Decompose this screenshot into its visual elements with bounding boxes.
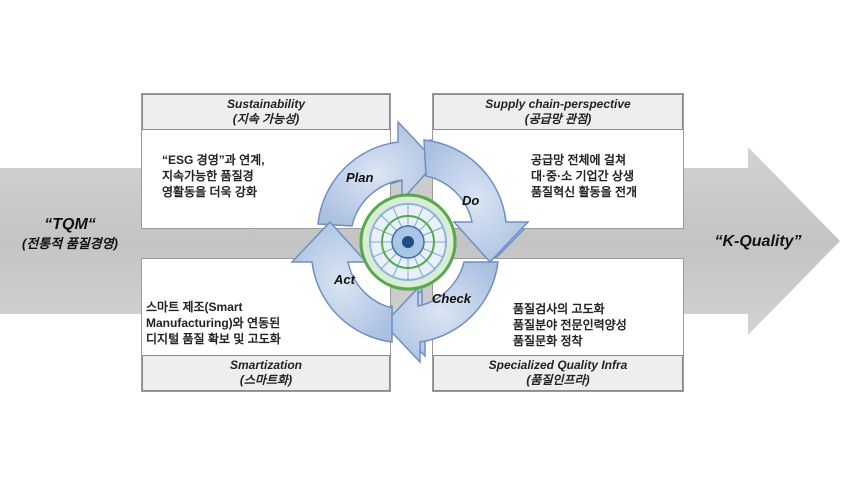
smartization-header: Smartization (스마트화) (142, 355, 390, 391)
tqm-subtitle: (전통적 품질경영) (22, 236, 118, 251)
sustainability-header: Sustainability (지속 가능성) (142, 94, 390, 130)
sustainability-header-en: Sustainability (226, 97, 306, 111)
supply-chain-header: Supply chain-perspective (공급망 관점) (433, 94, 683, 130)
quality-infra-header-ko: (품질인프라) (526, 373, 590, 387)
supply-chain-box: Supply chain-perspective (공급망 관점) 공급망 전체… (432, 93, 684, 229)
check-label: Check (432, 291, 472, 306)
supply-chain-header-en: Supply chain-perspective (485, 97, 631, 111)
supply-chain-header-ko: (공급망 관점) (524, 112, 592, 126)
tqm-label: “TQM“ (전통적 품질경영) (0, 215, 140, 252)
tqm-title: “TQM“ (44, 216, 96, 233)
act-label: Act (334, 272, 355, 287)
quality-infra-header-en: Specialized Quality Infra (488, 358, 628, 372)
sustainability-header-ko: (지속 가능성) (232, 112, 300, 126)
k-quality-label: “K-Quality” (714, 233, 802, 250)
sustainability-body: “ESG 경영”과 연계, 지속가능한 품질경 영활동을 더욱 강화 (162, 153, 265, 199)
do-label: Do (462, 193, 480, 208)
smartization-header-ko: (스마트화) (239, 373, 293, 387)
plan-label: Plan (346, 170, 374, 185)
supply-chain-body: 공급망 전체에 걸쳐 대·중·소 기업간 상생 품질혁신 활동을 전개 (531, 153, 638, 199)
quality-infra-header: Specialized Quality Infra (품질인프라) (433, 355, 683, 391)
quality-infra-body: 품질검사의 고도화 품질분야 전문인력양성 품질문화 정착 (513, 302, 627, 348)
quality-infra-box: 품질검사의 고도화 품질분야 전문인력양성 품질문화 정착 Specialize… (432, 258, 684, 392)
smartization-header-en: Smartization (229, 358, 302, 372)
sustainability-box: Sustainability (지속 가능성) “ESG 경영”과 연계, 지속… (141, 93, 391, 229)
smartization-body: 스마트 제조(Smart Manufacturing)와 연동된 디지털 품질 … (146, 300, 281, 346)
